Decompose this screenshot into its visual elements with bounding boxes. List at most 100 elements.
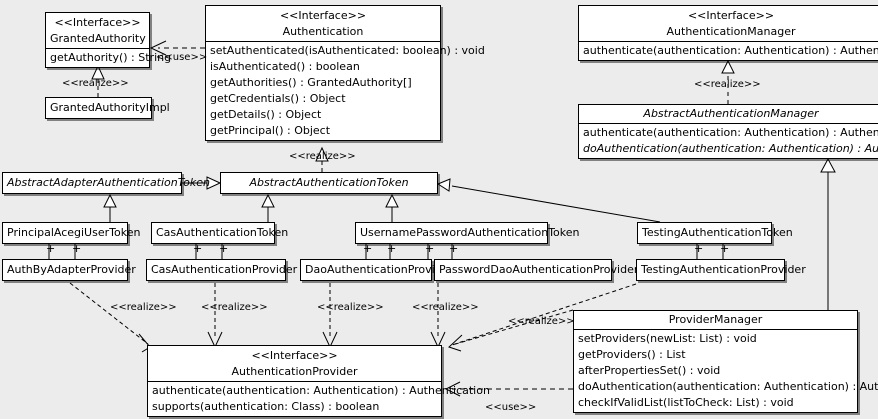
authentication-manager-stereotype: <<Interface>> xyxy=(687,9,775,22)
class-box-granted-authority-impl[interactable]: GrantedAuthorityImpl xyxy=(45,97,170,119)
assoc-marker: + xyxy=(363,242,373,255)
label-realize-abstract-authentication-manager: <<realize>> xyxy=(694,79,761,90)
abstract-authentication-manager-header: AbstractAuthenticationManager xyxy=(579,105,878,123)
label-realize-dao-authentication-provider: <<realize>> xyxy=(317,302,384,313)
granted-authority-name: GrantedAuthority xyxy=(50,32,146,45)
class-box-authentication-manager[interactable]: <<Interface>> AuthenticationManager auth… xyxy=(578,5,878,61)
assoc-marker: + xyxy=(694,242,704,255)
cas-authentication-token-name: CasAuthenticationToken xyxy=(156,226,289,239)
assoc-marker: + xyxy=(720,242,730,255)
operation: getAuthorities() : GrantedAuthority[] xyxy=(210,76,412,89)
cas-authentication-provider-header: CasAuthenticationProvider xyxy=(147,260,298,280)
cas-authentication-provider-name: CasAuthenticationProvider xyxy=(151,263,298,276)
abstract-authentication-manager-operations: authenticate(authentication: Authenticat… xyxy=(579,123,878,158)
assoc-marker: + xyxy=(425,242,435,255)
operation: authenticate(authentication: Authenticat… xyxy=(583,44,878,57)
class-box-username-password-authentication-token[interactable]: UsernamePasswordAuthenticationToken xyxy=(355,222,580,244)
abstract-authentication-token-header: AbstractAuthenticationToken xyxy=(221,173,437,193)
provider-manager-operations: setProviders(newList: List) : void getPr… xyxy=(574,329,878,412)
operation: isAuthenticated() : boolean xyxy=(210,60,360,73)
class-box-auth-by-adapter-provider[interactable]: AuthByAdapterProvider xyxy=(2,259,136,281)
authentication-provider-stereotype: <<Interface>> xyxy=(251,349,338,362)
provider-manager-name: ProviderManager xyxy=(668,313,763,326)
class-box-dao-authentication-provider[interactable]: DaoAuthenticationProvider xyxy=(300,259,453,281)
cas-authentication-token-header: CasAuthenticationToken xyxy=(152,223,289,243)
principal-acegi-user-token-header: PrincipalAcegiUserToken xyxy=(3,223,141,243)
operation: getCredentials() : Object xyxy=(210,92,346,105)
dao-authentication-provider-header: DaoAuthenticationProvider xyxy=(301,260,453,280)
authentication-name: Authentication xyxy=(282,25,364,38)
authentication-manager-header: <<Interface>> AuthenticationManager xyxy=(579,6,878,41)
authentication-provider-name: AuthenticationProvider xyxy=(231,365,358,378)
class-box-testing-authentication-token[interactable]: TestingAuthenticationToken xyxy=(637,222,793,244)
class-box-principal-acegi-user-token[interactable]: PrincipalAcegiUserToken xyxy=(2,222,141,244)
class-box-provider-manager[interactable]: ProviderManager setProviders(newList: Li… xyxy=(573,310,878,413)
label-realize-granted-authority-impl: <<realize>> xyxy=(62,78,129,89)
label-realize-abstract-authentication-token: <<realize>> xyxy=(289,151,356,162)
authentication-stereotype: <<Interface>> xyxy=(279,9,367,22)
granted-authority-impl-header: GrantedAuthorityImpl xyxy=(46,98,170,118)
class-box-cas-authentication-token[interactable]: CasAuthenticationToken xyxy=(151,222,289,244)
username-password-authentication-token-header: UsernamePasswordAuthenticationToken xyxy=(356,223,580,243)
testing-authentication-token-header: TestingAuthenticationToken xyxy=(638,223,793,243)
label-use-provider-manager: <<use>> xyxy=(485,402,537,413)
auth-by-adapter-provider-name: AuthByAdapterProvider xyxy=(7,263,136,276)
class-box-abstract-authentication-manager[interactable]: AbstractAuthenticationManager authentica… xyxy=(578,104,878,159)
class-box-authentication-provider[interactable]: <<Interface>> AuthenticationProvider aut… xyxy=(147,345,490,417)
operation: getDetails() : Object xyxy=(210,108,322,121)
granted-authority-operations: getAuthority() : String xyxy=(46,48,172,67)
abstract-authentication-token-name: AbstractAuthenticationToken xyxy=(249,176,409,189)
operation: getPrincipal() : Object xyxy=(210,124,331,137)
granted-authority-impl-name: GrantedAuthorityImpl xyxy=(50,101,170,114)
testing-authentication-provider-header: TestingAuthenticationProvider xyxy=(637,260,806,280)
authentication-operations: setAuthenticated(isAuthenticated: boolea… xyxy=(206,41,485,140)
authentication-provider-header: <<Interface>> AuthenticationProvider xyxy=(148,346,441,381)
authentication-manager-name: AuthenticationManager xyxy=(666,25,796,38)
assoc-marker: + xyxy=(219,242,229,255)
class-box-testing-authentication-provider[interactable]: TestingAuthenticationProvider xyxy=(636,259,806,281)
operation: setAuthenticated(isAuthenticated: boolea… xyxy=(210,44,485,57)
assoc-marker: + xyxy=(387,242,397,255)
operation: setProviders(newList: List) : void xyxy=(578,332,757,345)
testing-authentication-token-name: TestingAuthenticationToken xyxy=(642,226,793,239)
abstract-authentication-manager-name: AbstractAuthenticationManager xyxy=(643,107,819,120)
assoc-marker: + xyxy=(46,242,56,255)
operation: doAuthentication(authentication: Authent… xyxy=(578,380,878,393)
operation: getAuthority() : String xyxy=(50,51,172,64)
operation: authenticate(authentication: Authenticat… xyxy=(583,126,878,139)
auth-by-adapter-provider-header: AuthByAdapterProvider xyxy=(3,260,136,280)
dao-authentication-provider-name: DaoAuthenticationProvider xyxy=(305,263,453,276)
abstract-adapter-authentication-token-name: AbstractAdapterAuthenticationToken xyxy=(7,176,210,189)
password-dao-authentication-provider-header: PasswordDaoAuthenticationProvider xyxy=(435,260,639,280)
abstract-adapter-authentication-token-header: AbstractAdapterAuthenticationToken xyxy=(3,173,210,193)
operation: afterPropertiesSet() : void xyxy=(578,364,721,377)
class-box-granted-authority[interactable]: <<Interface>> GrantedAuthority getAuthor… xyxy=(45,12,172,68)
operation: checkIfValidList(listToCheck: List) : vo… xyxy=(578,396,794,409)
class-box-password-dao-authentication-provider[interactable]: PasswordDaoAuthenticationProvider xyxy=(434,259,639,281)
label-realize-cas-authentication-provider: <<realize>> xyxy=(201,302,268,313)
authentication-provider-operations: authenticate(authentication: Authenticat… xyxy=(148,381,490,416)
password-dao-authentication-provider-name: PasswordDaoAuthenticationProvider xyxy=(439,263,639,276)
class-box-authentication[interactable]: <<Interface>> Authentication setAuthenti… xyxy=(205,5,485,141)
class-box-cas-authentication-provider[interactable]: CasAuthenticationProvider xyxy=(146,259,298,281)
class-box-abstract-adapter-authentication-token[interactable]: AbstractAdapterAuthenticationToken xyxy=(2,172,210,194)
label-realize-auth-by-adapter-provider: <<realize>> xyxy=(110,302,177,313)
assoc-marker: + xyxy=(72,242,82,255)
username-password-authentication-token-name: UsernamePasswordAuthenticationToken xyxy=(360,226,580,239)
label-realize-password-dao-authentication-provider: <<realize>> xyxy=(412,302,479,313)
operation: supports(authentication: Class) : boolea… xyxy=(152,400,380,413)
assoc-marker: + xyxy=(193,242,203,255)
operation: doAuthentication(authentication: Authent… xyxy=(583,142,878,155)
operation: authenticate(authentication: Authenticat… xyxy=(152,384,490,397)
granted-authority-header: <<Interface>> GrantedAuthority xyxy=(46,13,149,48)
class-box-abstract-authentication-token[interactable]: AbstractAuthenticationToken xyxy=(220,172,438,194)
testing-authentication-provider-name: TestingAuthenticationProvider xyxy=(641,263,806,276)
authentication-manager-operations: authenticate(authentication: Authenticat… xyxy=(579,41,878,60)
granted-authority-stereotype: <<Interface>> xyxy=(54,16,141,29)
operation: getProviders() : List xyxy=(578,348,686,361)
provider-manager-header: ProviderManager xyxy=(574,311,857,329)
label-realize-testing-authentication-provider: <<realize>> xyxy=(508,316,575,327)
principal-acegi-user-token-name: PrincipalAcegiUserToken xyxy=(7,226,141,239)
